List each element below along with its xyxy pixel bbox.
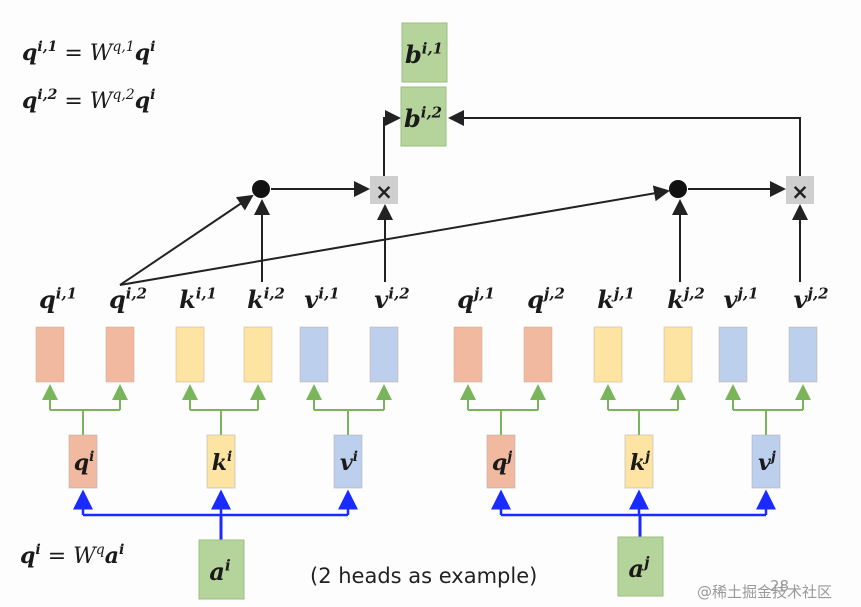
vector-label-q-j: qj [492,449,512,476]
vector-box-k-i [206,434,236,489]
input-box-a-j [617,536,664,597]
output-label-b-i-2: bi,2 [404,103,442,133]
input-label-a-i: ai [209,556,230,586]
head-vector-box-k-i-1 [175,326,205,383]
head-label-q-j-1: qj,1 [457,284,495,314]
head-vector-box-k-j-1 [593,326,623,383]
multiply-node-2 [786,176,814,204]
head-label-q-i-1: qi,1 [39,284,77,314]
formula-q-i: qi = Wqai [20,542,124,569]
head-vector-box-q-i-1 [35,326,65,383]
vector-label-v-j: vj [758,449,776,476]
head-label-q-i-2: qi,2 [109,284,147,314]
arrow-mul2-to-b-i-2 [448,110,801,176]
head-label-k-j-2: kj,2 [667,284,705,314]
head-vector-box-v-i-2 [369,326,399,383]
arrow-mul1-to-b-i-2 [383,110,401,176]
head-label-v-i-1: vi,1 [304,284,339,314]
head-label-v-j-2: vj,2 [794,284,829,314]
multiply-icon: × [375,180,393,204]
caption: (2 heads as example) [310,564,537,588]
vector-box-v-i [333,434,363,489]
output-label-b-i-1: bi,1 [405,39,443,69]
dot-product-node-1 [252,180,270,198]
head-label-v-i-2: vi,2 [374,284,409,314]
watermark: @稀土掘金技术社区 [697,583,832,601]
input-box-a-i [198,539,245,600]
head-vector-box-v-i-1 [299,326,329,383]
vector-label-k-i: ki [212,449,232,476]
head-label-k-i-2: ki,2 [247,284,285,314]
head-label-k-j-1: kj,1 [597,284,635,314]
head-vector-box-v-j-1 [718,326,748,383]
multiply-icon: × [791,180,809,204]
output-box-b-i-1 [401,22,448,83]
head-label-q-j-2: qj,2 [527,284,565,314]
vector-label-q-i: qi [74,449,95,476]
vector-label-v-i: vi [340,449,358,476]
dot-product-node-2 [669,180,687,198]
head-vector-box-v-j-2 [788,326,818,383]
vector-box-q-j [486,434,516,489]
page-number: 28 [770,577,789,595]
formula-q-i-2: qi,2 = Wq,2qi [22,87,155,114]
formula-q-i-1: qi,1 = Wq,1qi [22,39,155,66]
arrow-q-i-2-to-dot1 [119,194,254,286]
head-label-k-i-1: ki,1 [179,284,217,314]
head-vector-box-q-j-1 [453,326,483,383]
head-vector-box-q-j-2 [523,326,553,383]
multiply-node-1 [370,176,398,204]
input-label-a-j: aj [629,553,651,583]
head-vector-box-k-i-2 [243,326,273,383]
head-vector-box-k-j-2 [663,326,693,383]
vector-box-k-j [624,434,654,489]
head-vector-box-q-i-2 [105,326,135,383]
arrow-q-i-2-to-dot2 [119,185,670,286]
vector-box-v-j [751,434,781,489]
output-box-b-i-2 [400,86,447,147]
vector-label-k-j: kj [630,449,650,476]
vector-box-q-i [68,434,98,489]
head-label-v-j-1: vj,1 [724,284,759,314]
